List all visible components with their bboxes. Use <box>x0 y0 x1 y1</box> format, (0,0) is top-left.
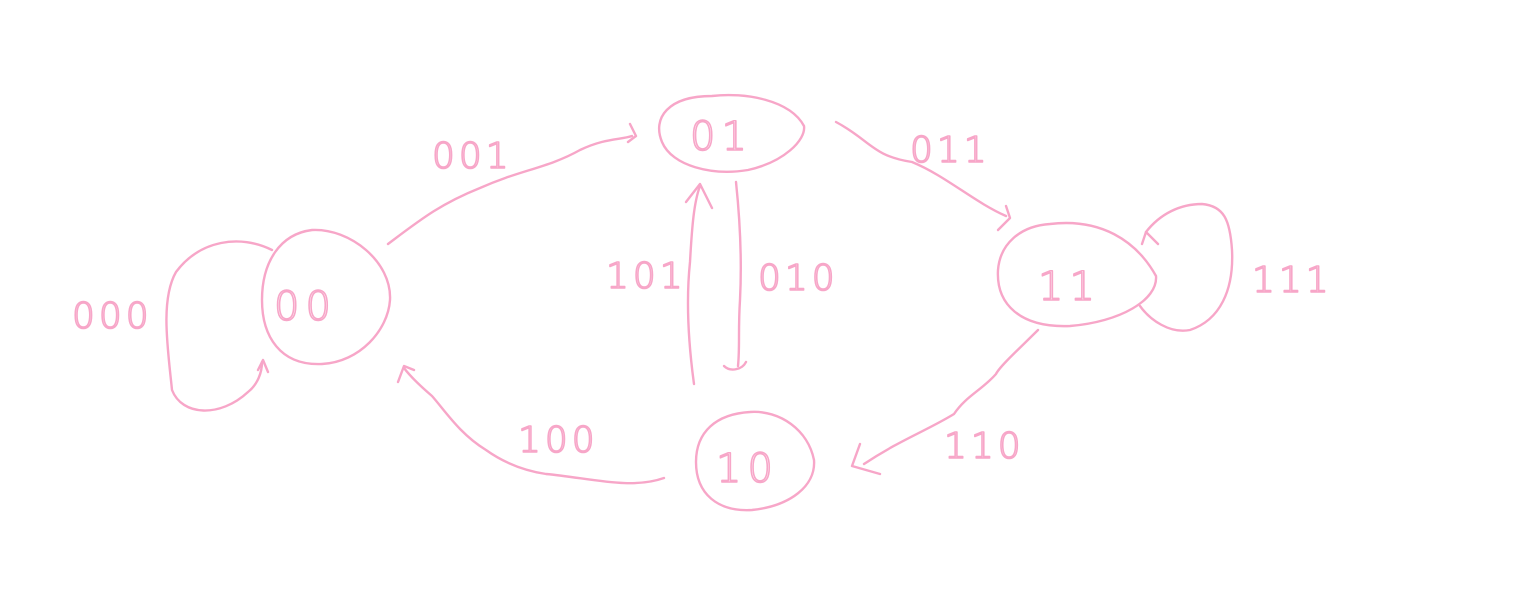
transition-000-arrowhead <box>256 358 270 374</box>
transition-100-label: 100 <box>518 420 599 461</box>
transition-010: 010 <box>722 180 839 371</box>
transition-010-arc <box>734 180 742 368</box>
transition-011-arc <box>834 120 1008 218</box>
state-11-label: 11 <box>1038 264 1101 310</box>
state-10-label: 10 <box>716 446 779 492</box>
transition-011-label: 011 <box>910 130 991 171</box>
transition-001-arrowhead <box>626 122 638 144</box>
state-11-outline <box>996 221 1158 328</box>
state-node-10: 10 <box>694 410 816 512</box>
transition-111-arc <box>1138 202 1234 332</box>
state-10-outline <box>694 410 816 512</box>
state-node-11: 11 <box>996 221 1158 328</box>
transition-101: 101 <box>605 182 714 386</box>
transition-000-label: 000 <box>72 296 153 337</box>
transition-000: 000 <box>71 240 274 412</box>
transition-101-label: 101 <box>606 256 687 297</box>
state-node-00: 00 <box>260 228 392 366</box>
transition-001: 001 <box>386 122 638 246</box>
transition-011: 011 <box>834 120 1012 232</box>
state-01-label: 01 <box>690 114 753 160</box>
transition-111-label: 111 <box>1252 260 1333 301</box>
transition-110-arc <box>862 328 1040 466</box>
transition-100-arrowhead <box>396 364 416 384</box>
transition-010-label: 010 <box>758 258 839 299</box>
transition-101-arc <box>686 184 702 386</box>
state-00-label: 00 <box>274 284 337 330</box>
transition-000-arc <box>165 240 274 412</box>
state-node-01: 01 <box>657 93 806 173</box>
transition-011-arrowhead <box>996 204 1012 232</box>
state-00-outline <box>260 228 392 366</box>
transition-110: 110 <box>850 328 1040 476</box>
transition-110-label: 110 <box>944 426 1025 467</box>
transition-001-label: 001 <box>432 136 513 177</box>
transition-001-arc <box>386 134 634 246</box>
transition-100: 100 <box>396 364 666 485</box>
transition-100-arc <box>402 366 666 485</box>
transition-111-arrowhead <box>1140 230 1160 246</box>
transition-010-arrowhead <box>722 360 748 371</box>
transition-110-arrowhead <box>850 442 882 476</box>
transition-101-arrowhead <box>684 182 714 210</box>
state-01-outline <box>657 93 806 173</box>
transition-111: 111 <box>1138 202 1333 332</box>
